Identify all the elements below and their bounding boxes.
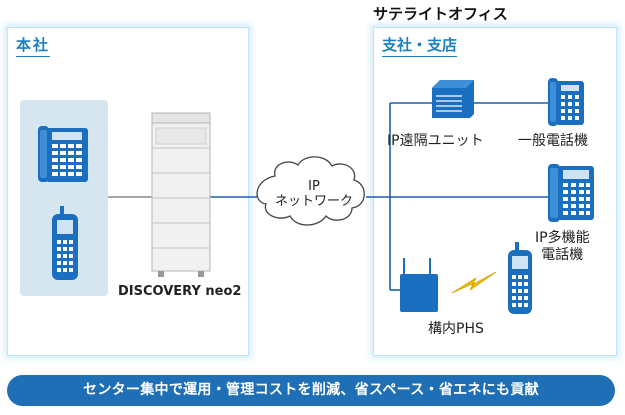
ip-network-label-line1: IP (308, 179, 320, 194)
ip-remote-unit-icon (432, 80, 474, 118)
wireless-signal-icon (451, 271, 497, 294)
branch-title: 支社・支店 (382, 34, 458, 57)
ip-network-label: IP ネットワーク (260, 179, 368, 209)
general-phone-label: 一般電話機 (518, 133, 588, 149)
headquarters-title: 本社 (16, 34, 51, 57)
ip-network-label-line2: ネットワーク (274, 194, 353, 209)
benefit-banner: センター集中で運用・管理コストを削減、省スペース・省エネにも貢献 (7, 375, 615, 406)
ip-phone-label-line1: IP多機能 (535, 230, 590, 246)
ip-network-cloud-icon (256, 156, 365, 226)
phs-label: 構内PHS (428, 321, 484, 337)
discovery-neo2-server-icon (151, 112, 211, 277)
general-phone-icon (548, 78, 584, 126)
phs-base-station-icon (400, 258, 438, 312)
branch-phs-handset-icon (508, 242, 532, 314)
hq-phs-handset-icon (52, 206, 78, 280)
ip-phone-label-line2: 電話機 (541, 247, 584, 263)
server-label: DISCOVERY neo2 (118, 284, 242, 299)
ip-multifunction-phone-label: IP多機能 電話機 (535, 230, 590, 264)
ip-remote-unit-label: IP遠隔ユニット (387, 133, 484, 149)
ip-multifunction-phone-icon (548, 164, 594, 222)
hq-desk-phone-icon (38, 126, 88, 182)
satellite-office-title: サテライトオフィス (373, 5, 508, 23)
